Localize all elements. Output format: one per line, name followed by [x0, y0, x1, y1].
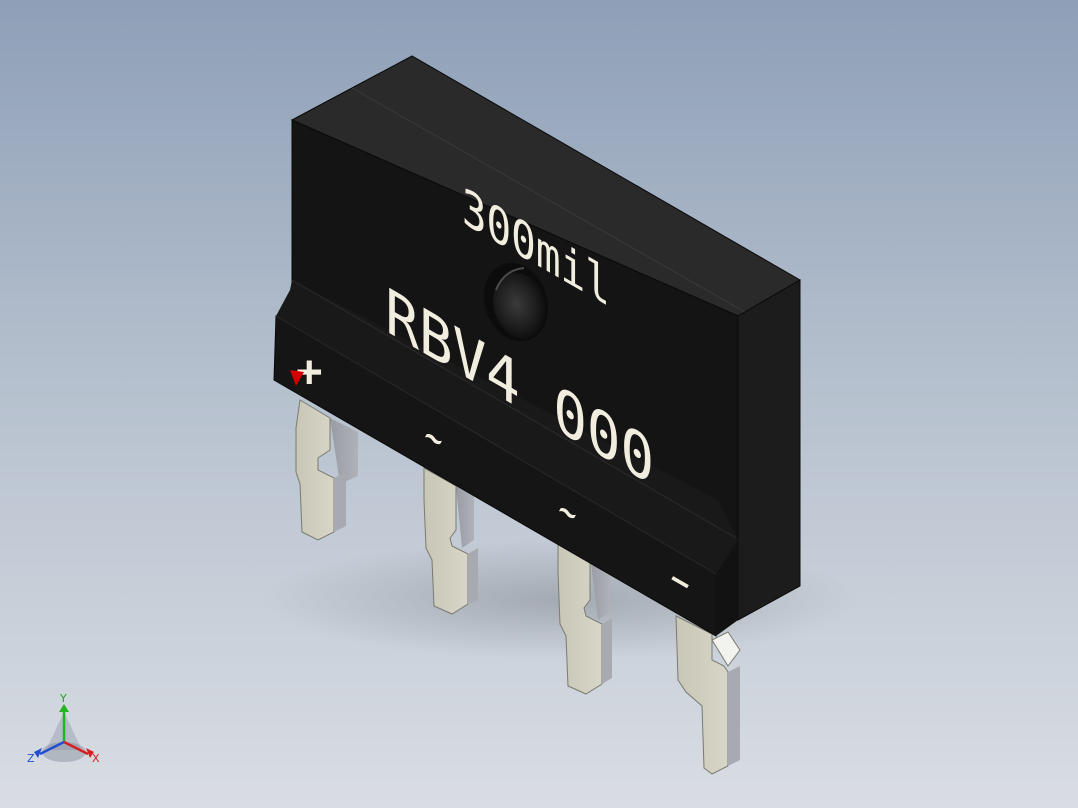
pin1-indicator-icon: [290, 370, 304, 386]
lead-ac1[interactable]: [423, 467, 478, 615]
triad-y-label: Y: [59, 692, 67, 705]
body-right-face: [737, 279, 801, 621]
lead-positive[interactable]: [295, 399, 358, 541]
triad-z-axis: [34, 740, 65, 758]
lead-negative[interactable]: [675, 615, 741, 775]
body-lower-band: [276, 280, 738, 574]
triad-x-label: X: [92, 752, 100, 765]
triad-x-axis: [63, 740, 94, 758]
view-orientation-triad[interactable]: Y X Z: [24, 692, 108, 776]
triad-z-label: Z: [27, 752, 35, 765]
bridge-rectifier-body[interactable]: 300mil RBV4 000 + ~ ~ —: [273, 55, 801, 637]
mounting-hole: [484, 262, 548, 342]
triad-y-axis: [59, 704, 69, 742]
